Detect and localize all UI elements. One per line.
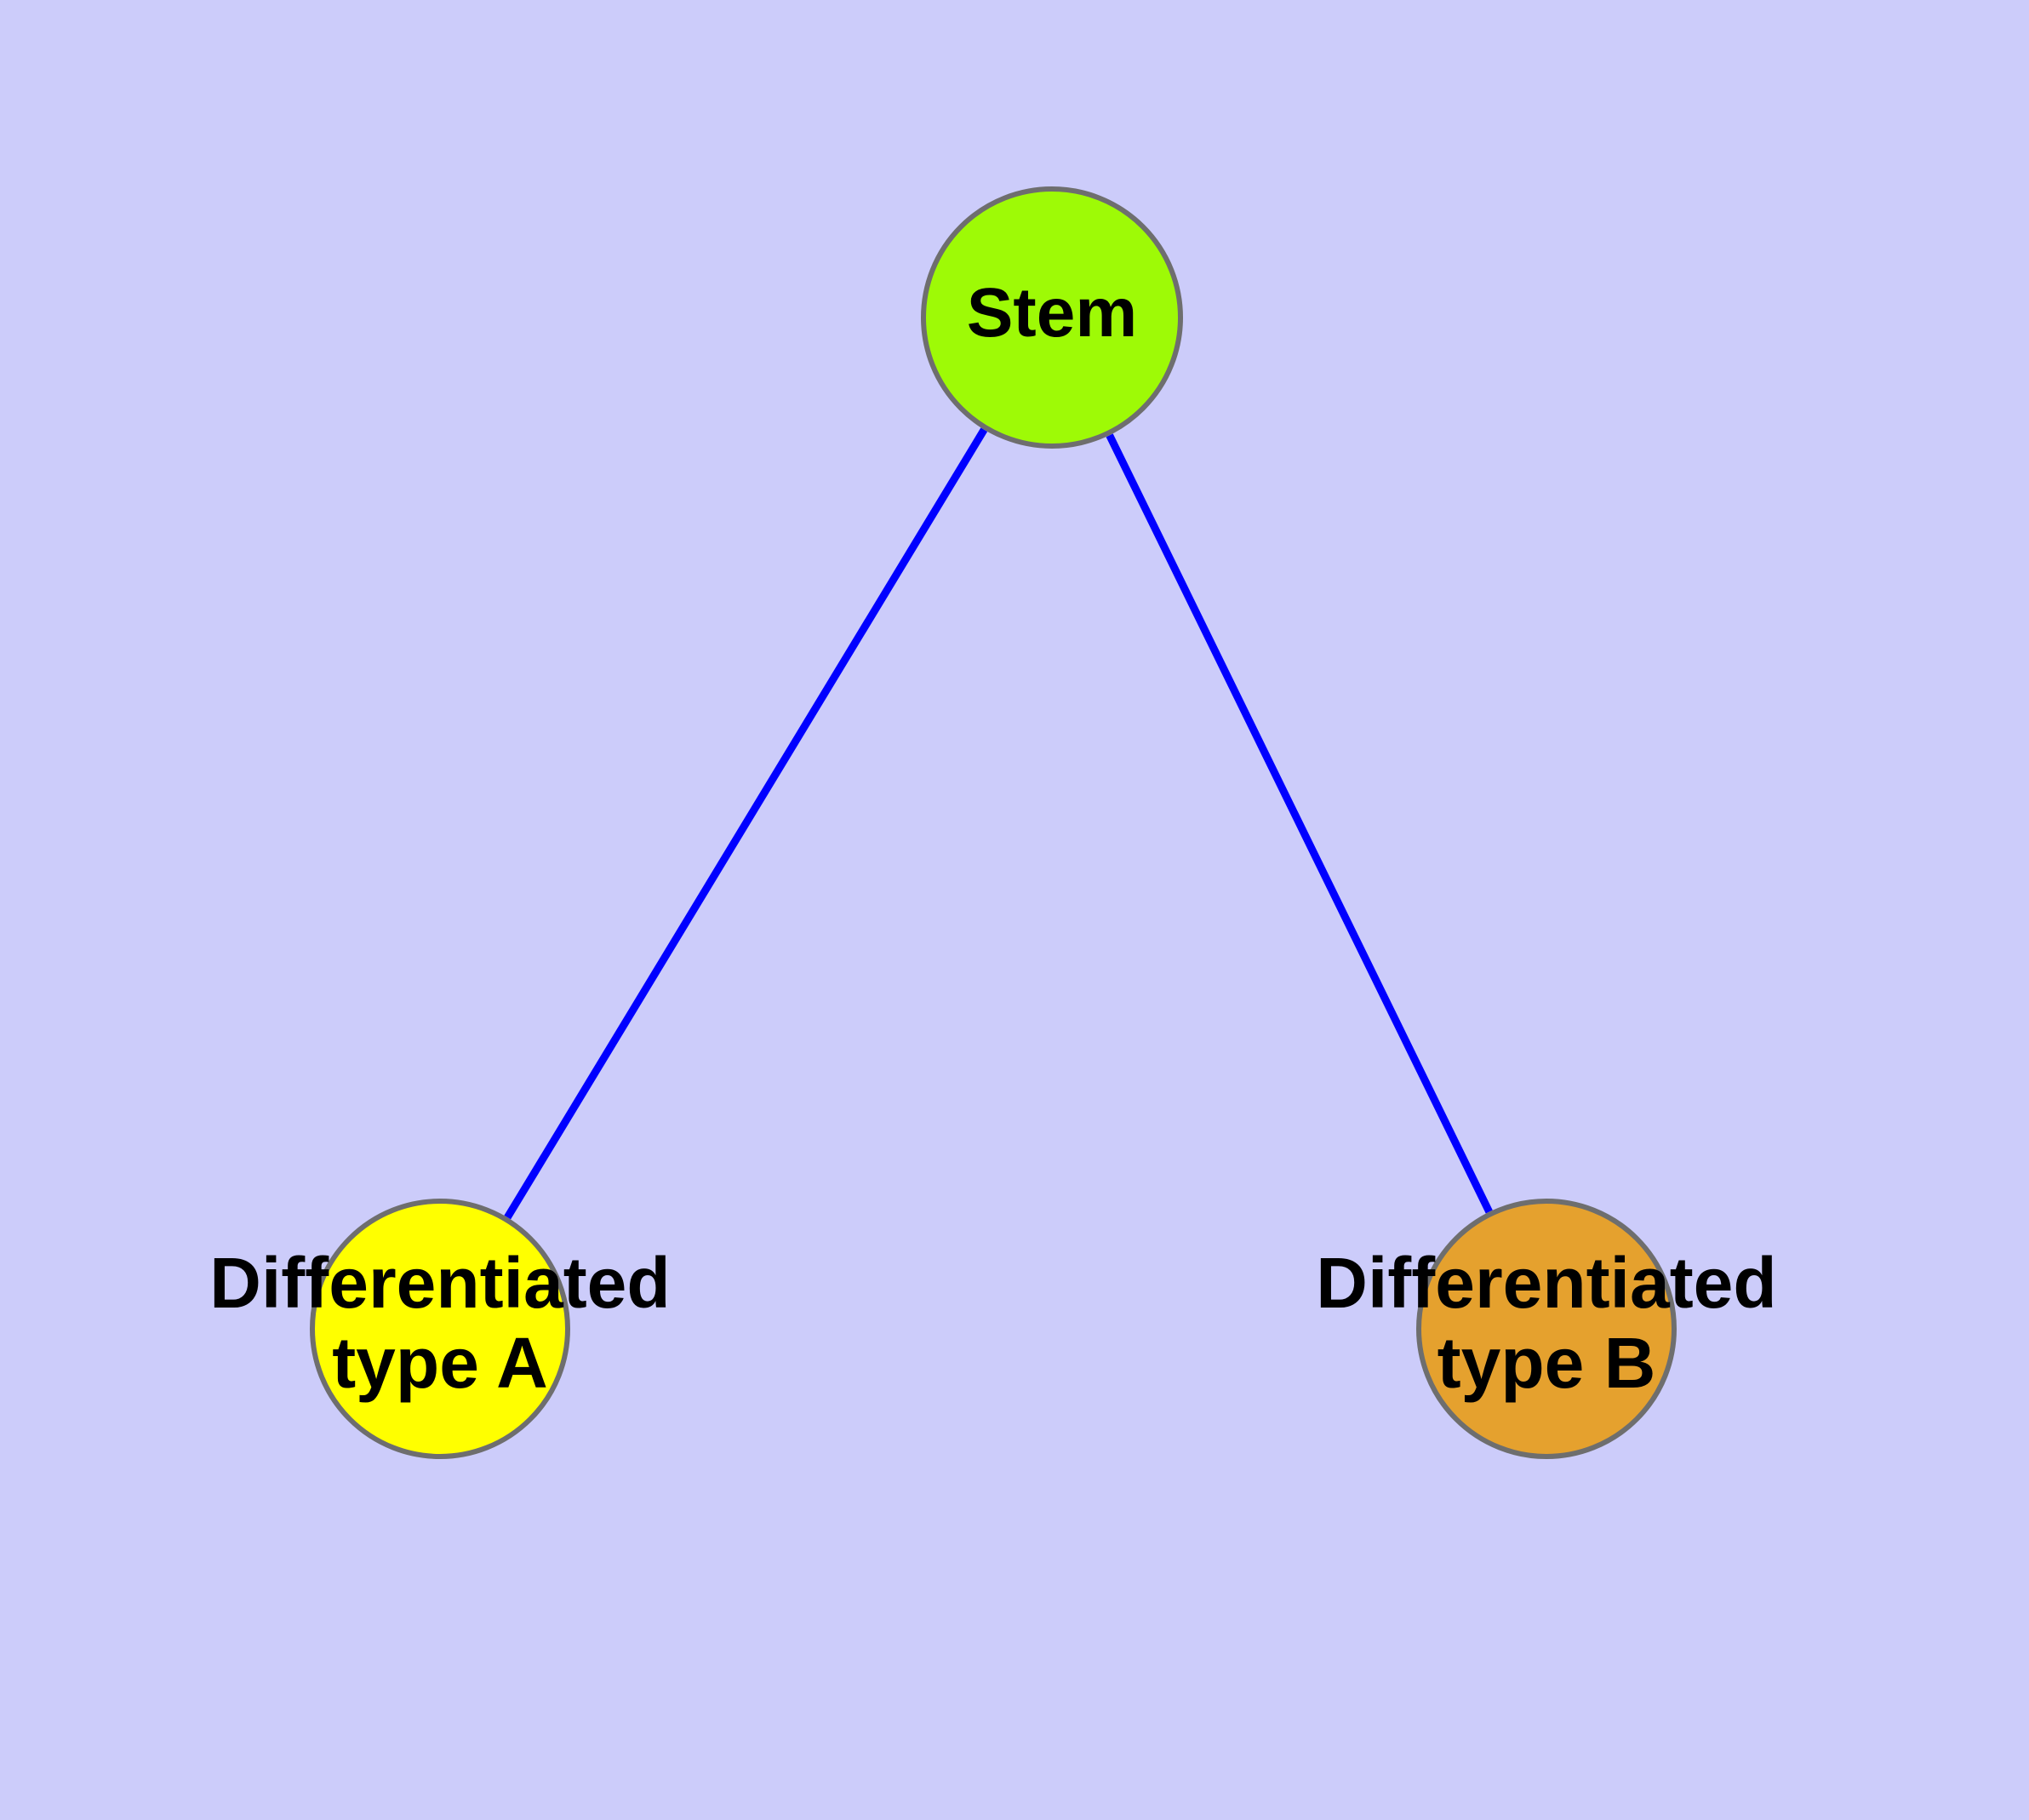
node-label-line: Stem <box>967 274 1138 352</box>
node-label-line: Differentiated <box>1316 1243 1776 1323</box>
edges-layer <box>504 427 1493 1220</box>
node-diff_b[interactable] <box>1416 1199 1677 1459</box>
node-label-line: Differentiated <box>209 1243 670 1323</box>
edge-stem-to-b <box>1106 433 1493 1214</box>
node-label-line: type B <box>1437 1323 1656 1403</box>
node-label-stem: Stem <box>967 274 1138 352</box>
node-diff_a[interactable] <box>310 1199 570 1459</box>
node-stem[interactable] <box>921 186 1183 449</box>
nodes-layer <box>310 186 1677 1459</box>
node-label-line: type A <box>332 1323 548 1403</box>
edge-stem-to-a <box>504 427 988 1220</box>
